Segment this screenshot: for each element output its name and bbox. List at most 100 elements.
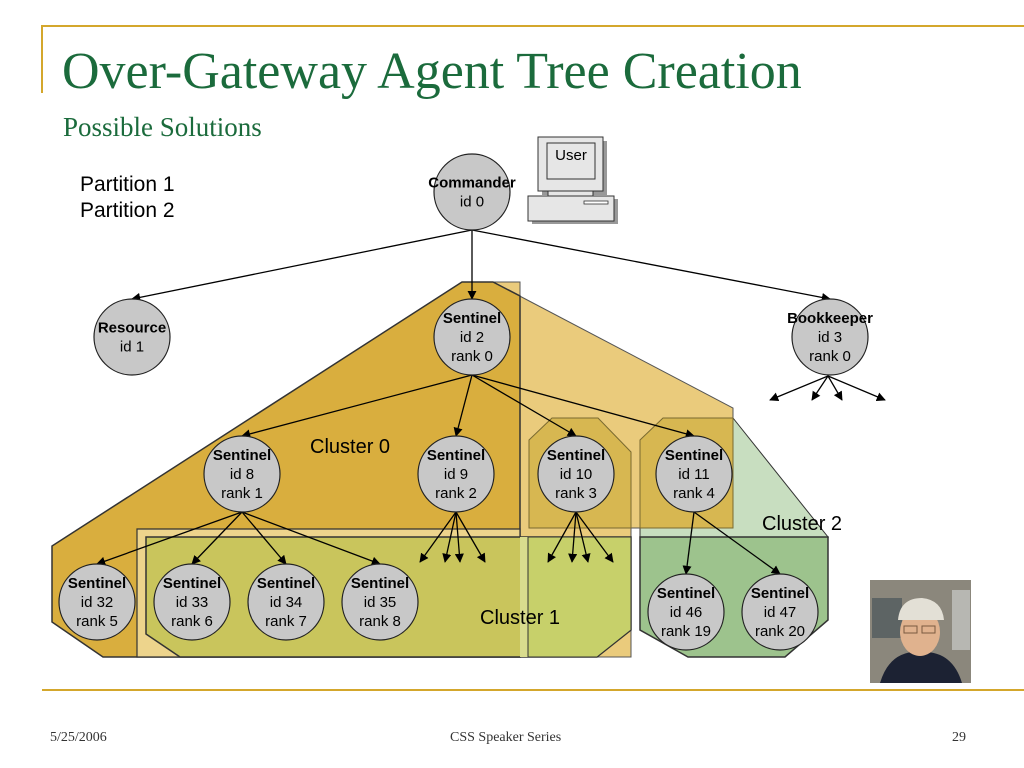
node-title: Sentinel (351, 575, 409, 592)
edge-arrow (471, 229, 831, 302)
cluster-2-label: Cluster 2 (762, 513, 842, 535)
agent-node: Sentinel id 32 rank 5 (58, 563, 136, 641)
agent-node: Sentinel id 8 rank 1 (203, 435, 281, 513)
fanout-arrow (827, 375, 843, 401)
title-rule-left (41, 25, 43, 93)
speaker-photo-image (870, 580, 971, 683)
node-title: Sentinel (213, 447, 271, 464)
edge-arrow (682, 511, 695, 575)
node-circle (647, 573, 725, 651)
node-id: id 11 (678, 466, 709, 483)
fanout-arrow (419, 511, 457, 563)
node-title: Commander (428, 175, 516, 192)
edge-arrow (241, 511, 287, 565)
node-rank: rank 0 (809, 348, 851, 365)
node-title: Bookkeeper (787, 310, 873, 327)
node-title: Sentinel (443, 310, 501, 327)
node-circle (58, 563, 136, 641)
edge-arrow (241, 511, 381, 566)
node-title: Sentinel (751, 585, 809, 602)
fanout-arrow (575, 511, 614, 563)
node-title: Sentinel (68, 575, 126, 592)
node-rank: rank 2 (435, 485, 477, 502)
user-label: User (555, 147, 587, 164)
footer-title: CSS Speaker Series (450, 730, 562, 745)
node-circle (341, 563, 419, 641)
node-id: id 10 (560, 466, 593, 483)
fanout-arrow (547, 511, 577, 563)
cluster-1-label: Cluster 1 (480, 607, 560, 629)
node-rank: rank 7 (265, 613, 307, 630)
fanout-arrow (769, 375, 829, 402)
node-circle (741, 573, 819, 651)
desktop-computer-icon: User (527, 136, 618, 224)
node-title: Sentinel (665, 447, 723, 464)
fanout-arrow (811, 375, 829, 401)
node-circle (153, 563, 231, 641)
node-rank: rank 5 (76, 613, 118, 630)
title-rule-top (42, 25, 1024, 27)
footer-date: 5/25/2006 (50, 730, 107, 745)
footer-rule (42, 689, 1024, 691)
node-rank: rank 20 (755, 623, 805, 640)
node-circle (417, 435, 495, 513)
agent-node: Sentinel id 46 rank 19 (647, 573, 725, 651)
node-title: Sentinel (547, 447, 605, 464)
agent-node: Sentinel id 10 rank 3 (537, 435, 615, 513)
slide-title: Over-Gateway Agent Tree Creation (62, 43, 802, 100)
cluster-0-label: Cluster 0 (310, 436, 390, 458)
node-id: id 3 (818, 329, 842, 346)
fanout-arrow (575, 511, 591, 563)
edge-arrow (131, 229, 473, 302)
node-title: Sentinel (657, 585, 715, 602)
node-rank: rank 8 (359, 613, 401, 630)
edge-arrow (471, 374, 695, 439)
node-circle (433, 153, 511, 231)
edge-arrow (241, 374, 473, 439)
fanout-arrow (455, 511, 486, 563)
node-id: id 8 (230, 466, 254, 483)
node-circle (537, 435, 615, 513)
node-rank: rank 19 (661, 623, 711, 640)
cluster-1-right-region (527, 536, 632, 658)
node-rank: rank 3 (555, 485, 597, 502)
node-rank: rank 1 (221, 485, 263, 502)
node-id: id 47 (764, 604, 797, 621)
node-id: id 32 (81, 594, 114, 611)
partition-2-label: Partition 2 (80, 199, 175, 222)
fanout-arrow (827, 375, 886, 402)
fanout-arrow (568, 511, 578, 563)
node-id: id 9 (444, 466, 468, 483)
edge-arrow (96, 511, 243, 566)
node-circle (247, 563, 325, 641)
node-id: id 1 (120, 339, 144, 356)
fanout-arrow (454, 511, 464, 563)
edge-arrow (693, 511, 781, 575)
fanout-arrow (442, 511, 457, 563)
edge-arrow (471, 374, 577, 437)
node-rank: rank 0 (451, 348, 493, 365)
node-id: id 35 (364, 594, 397, 611)
agent-node: Bookkeeper id 3 rank 0 (787, 298, 873, 376)
node-circle (791, 298, 869, 376)
node-title: Sentinel (257, 575, 315, 592)
partition-1-label: Partition 1 (80, 173, 175, 196)
partition-label: Partition 1 Partition 2 (80, 172, 175, 224)
node-id: id 46 (670, 604, 703, 621)
slide-subtitle: Possible Solutions (63, 112, 262, 142)
cluster-1-light-band (520, 537, 528, 657)
speaker-photo (870, 580, 971, 683)
node-id: id 33 (176, 594, 209, 611)
node-id: id 34 (270, 594, 303, 611)
node-circle (93, 298, 171, 376)
node-circle (433, 298, 511, 376)
node-rank: rank 6 (171, 613, 213, 630)
edge-arrow (453, 374, 473, 437)
agent-node: Sentinel id 47 rank 20 (741, 573, 819, 651)
